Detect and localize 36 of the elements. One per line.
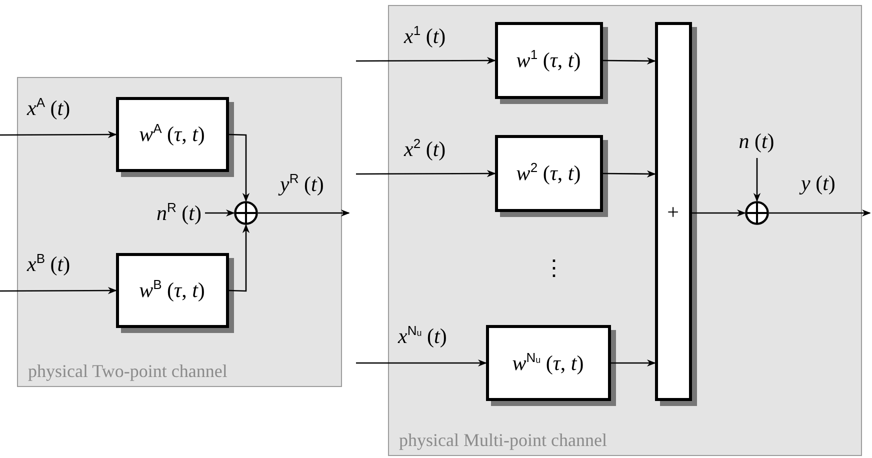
channel-response: w$^{Nᵤ}$ (τ, t) (512, 350, 584, 376)
arrow (228, 224, 250, 292)
summing-junction (744, 200, 768, 224)
arrow (258, 209, 350, 217)
signal-label: y (t) (800, 172, 836, 196)
channel-response: w$^{1}$ (τ, t) (516, 47, 581, 73)
signal-label: x$^{A}$ (t) (26, 96, 72, 120)
arrow (356, 170, 496, 178)
arrow (205, 209, 235, 217)
channel-response: w$^{B}$ (τ, t) (139, 277, 205, 303)
arrow (603, 170, 656, 178)
channel-panel (388, 5, 862, 456)
signal-label: x$^{Nᵤ}$ (t) (397, 324, 448, 348)
summing-junction (234, 200, 258, 224)
arrow (356, 359, 487, 367)
signal-label: x$^{2}$ (t) (403, 137, 447, 162)
signal-label: x$^{B}$ (t) (26, 252, 72, 276)
arrow (0, 286, 117, 294)
arrow (611, 359, 656, 367)
panel-caption: physical Multi-point channel (399, 430, 607, 451)
arrow (769, 209, 871, 217)
arrow (356, 56, 496, 64)
channel-response: w$^{A}$ (τ, t) (139, 121, 205, 147)
panel-caption: physical Two-point channel (28, 361, 228, 382)
arrow (0, 130, 117, 138)
signal-label: n$^{R}$ (t) (156, 200, 202, 226)
channel-panel (17, 77, 342, 387)
arrow (603, 57, 656, 65)
signal-label: n (t) (738, 129, 774, 154)
arrow (228, 134, 250, 202)
channel-response: w$^{2}$ (τ, t) (516, 160, 581, 186)
signal-label: x$^{1}$ (t) (403, 24, 447, 48)
arrow (753, 158, 761, 202)
signal-label: y$^{R}$ (t) (279, 172, 325, 196)
ellipsis-mark: ⋮ (543, 257, 565, 279)
arrow (692, 209, 746, 217)
